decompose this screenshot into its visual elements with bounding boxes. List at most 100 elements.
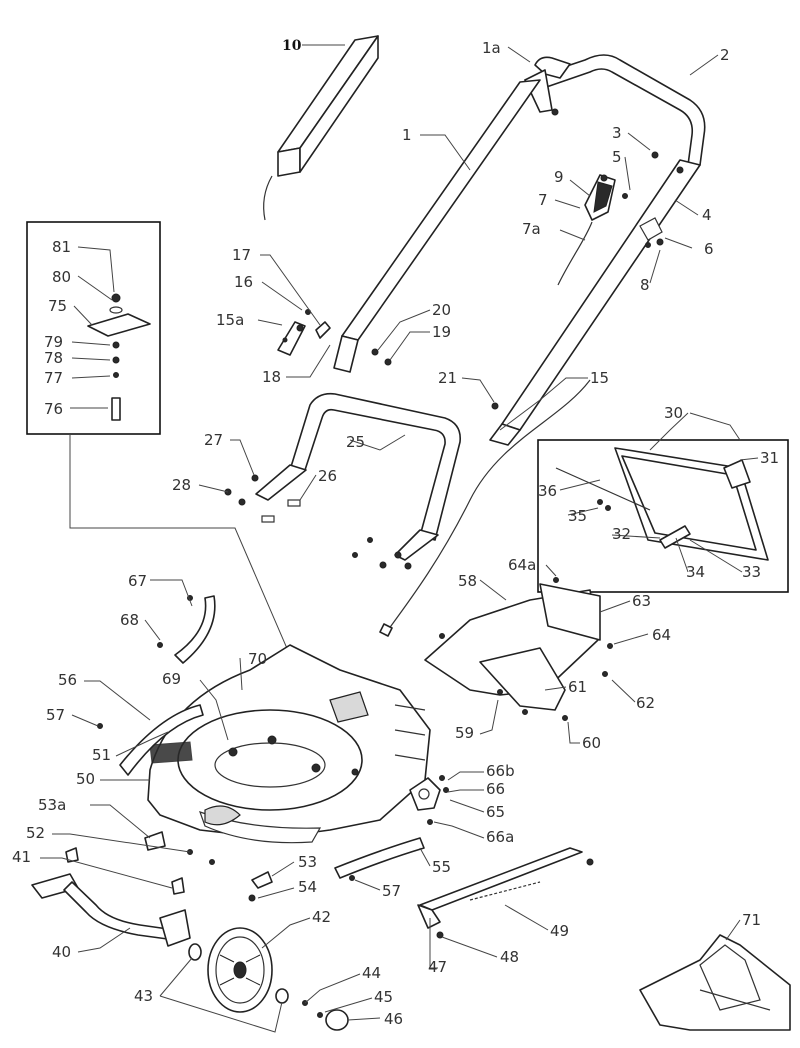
- label-54: 54: [298, 878, 317, 896]
- label-81: 81: [52, 238, 71, 256]
- part-19-nut: [384, 358, 392, 366]
- label-3: 3: [612, 124, 622, 142]
- part-17-clip: [315, 321, 331, 339]
- label-64a: 64a: [508, 556, 536, 574]
- label-68: 68: [120, 611, 139, 629]
- label-27: 27: [204, 431, 223, 449]
- label-19: 19: [432, 323, 451, 341]
- part-58-63-chute: [424, 577, 613, 721]
- label-36: 36: [538, 482, 557, 500]
- label-7a: 7a: [522, 220, 541, 238]
- leader-lines: [40, 44, 759, 1033]
- label-1: 1: [402, 126, 412, 144]
- label-57-right: 57: [382, 882, 401, 900]
- callout-labels: 10 1a 2 1 3 5 9 7 7a 4 6 8 81 80 75 79 7…: [12, 38, 779, 1028]
- inset-connector-line: [69, 434, 331, 749]
- label-28: 28: [172, 476, 191, 494]
- label-20: 20: [432, 301, 451, 319]
- label-53: 53: [298, 853, 317, 871]
- part-67-strip: [174, 595, 216, 664]
- label-49: 49: [550, 922, 569, 940]
- label-80: 80: [52, 268, 71, 286]
- label-67: 67: [128, 572, 147, 590]
- label-30: 30: [664, 404, 683, 422]
- label-50: 50: [76, 770, 95, 788]
- label-16: 16: [234, 273, 253, 291]
- label-9: 9: [554, 168, 564, 186]
- label-45: 45: [374, 988, 393, 1006]
- handle-hardware: [551, 108, 684, 248]
- label-32: 32: [612, 525, 631, 543]
- label-63: 63: [632, 592, 651, 610]
- part-15a-lever: [277, 321, 306, 356]
- label-71: 71: [742, 911, 761, 929]
- label-5: 5: [612, 148, 622, 166]
- label-55: 55: [432, 858, 451, 876]
- label-75: 75: [48, 297, 67, 315]
- label-61: 61: [568, 678, 587, 696]
- label-31: 31: [760, 449, 779, 467]
- label-51: 51: [92, 746, 111, 764]
- part-7a-cable: [557, 221, 593, 286]
- label-34: 34: [686, 563, 705, 581]
- label-46: 46: [384, 1010, 403, 1028]
- label-6: 6: [704, 240, 714, 258]
- label-10: 10: [282, 38, 302, 54]
- part-43-washer-a: [188, 943, 202, 961]
- label-66a: 66a: [486, 828, 514, 846]
- part-1-left-handle-bar: [333, 79, 541, 373]
- label-15: 15: [590, 369, 609, 387]
- label-70: 70: [248, 650, 267, 668]
- label-7: 7: [538, 191, 548, 209]
- label-77: 77: [44, 369, 63, 387]
- part-25-lower-handle: [255, 392, 462, 570]
- part-40-height-lever: [31, 873, 191, 947]
- part-9-control-lever: [584, 174, 616, 221]
- label-47: 47: [428, 958, 447, 976]
- label-62: 62: [636, 694, 655, 712]
- label-57-left: 57: [46, 706, 65, 724]
- label-2: 2: [720, 46, 730, 64]
- part-50-deck: [147, 644, 431, 844]
- label-1a: 1a: [482, 39, 501, 57]
- part-10-grip: [263, 35, 379, 221]
- part-43-washer-b: [275, 988, 289, 1004]
- label-48: 48: [500, 948, 519, 966]
- label-33: 33: [742, 563, 761, 581]
- part-15-cable: [387, 379, 591, 631]
- label-21: 21: [438, 369, 457, 387]
- label-66b: 66b: [486, 762, 515, 780]
- label-59: 59: [455, 724, 474, 742]
- label-79: 79: [44, 333, 63, 351]
- part-21-nut: [491, 402, 499, 410]
- part-30-bag-frame: [555, 447, 769, 561]
- part-65-axle-plate: [409, 775, 449, 825]
- label-35: 35: [568, 507, 587, 525]
- label-64: 64: [652, 626, 671, 644]
- label-52: 52: [26, 824, 45, 842]
- label-41: 41: [12, 848, 31, 866]
- part-53-clip: [251, 871, 273, 889]
- label-44: 44: [362, 964, 381, 982]
- label-26: 26: [318, 467, 337, 485]
- part-49-rear-axle: [417, 847, 594, 939]
- label-58: 58: [458, 572, 477, 590]
- label-8: 8: [640, 276, 650, 294]
- label-66: 66: [486, 780, 505, 798]
- label-4: 4: [702, 206, 712, 224]
- part-41-bushing: [65, 847, 79, 863]
- part-20-knob: [371, 348, 379, 356]
- label-53a: 53a: [38, 796, 66, 814]
- part-55-strip: [334, 837, 425, 879]
- label-43: 43: [134, 987, 153, 1005]
- label-76: 76: [44, 400, 63, 418]
- part-46-hubcap: [325, 1009, 349, 1031]
- label-56: 56: [58, 671, 77, 689]
- label-40: 40: [52, 943, 71, 961]
- label-18: 18: [262, 368, 281, 386]
- label-17: 17: [232, 246, 251, 264]
- part-71-mulch-plug: [639, 934, 791, 1031]
- part-41-bushing-b: [171, 877, 185, 895]
- label-65: 65: [486, 803, 505, 821]
